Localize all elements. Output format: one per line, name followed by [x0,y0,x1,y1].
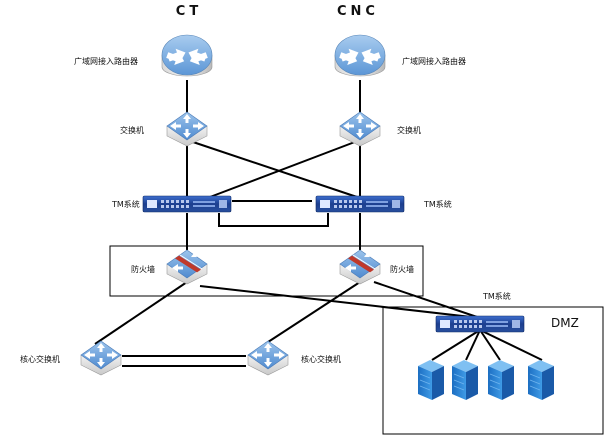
switch-icon[interactable] [339,111,381,147]
switch-label-left: 交换机 [120,125,144,135]
network-links [94,80,543,367]
server-icon[interactable] [487,359,515,401]
appliance-icon[interactable] [142,195,232,213]
firewall-label-right: 防火墙 [390,264,414,274]
appliance-icon[interactable] [315,195,405,213]
router-icon[interactable] [334,34,386,77]
router-label-right: 广域网接入路由器 [402,56,466,66]
core-switch-label-right: 核心交换机 [301,354,341,364]
switch-icon[interactable] [166,111,208,147]
tm-label-right: TM系统 [423,199,452,209]
firewall-label-left: 防火墙 [131,264,155,274]
router-icon[interactable] [161,34,213,77]
router-label-left: 广域网接入路由器 [74,56,138,66]
server-icon[interactable] [451,359,479,401]
tm-label-left: TM系统 [111,199,140,209]
dmz-label: DMZ [551,316,579,330]
switch-icon[interactable] [247,340,289,376]
isp-label-right: CNC [337,4,379,19]
server-icon[interactable] [417,359,445,401]
firewall-group-box [109,245,424,297]
firewall-icon[interactable] [166,249,208,285]
server-icon[interactable] [527,359,555,401]
appliance-icon[interactable] [435,315,525,333]
isp-label-left: CT [176,4,202,19]
switch-icon[interactable] [80,340,122,376]
switch-label-right: 交换机 [397,125,421,135]
firewall-icon[interactable] [339,249,381,285]
tm-label-dmz: TM系统 [482,291,511,301]
core-switch-label-left: 核心交换机 [20,354,60,364]
